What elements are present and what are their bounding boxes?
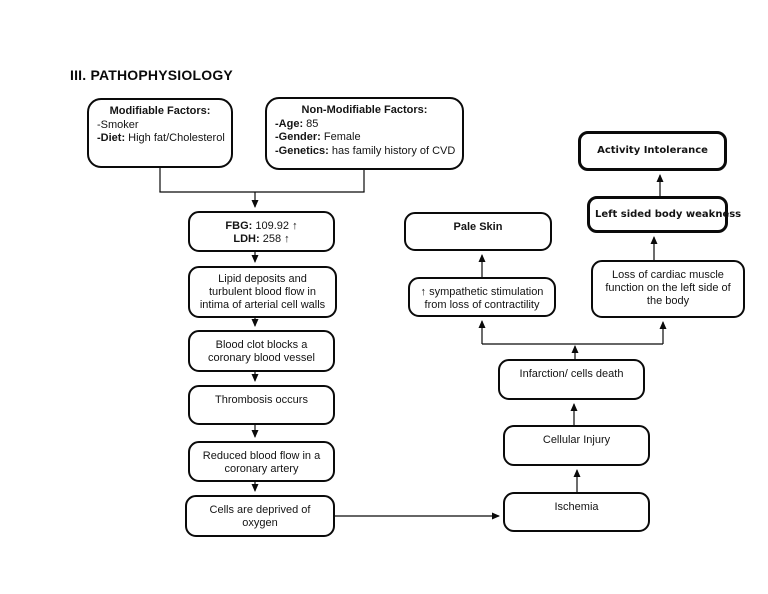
- reduced-blood-flow-box: Reduced blood flow in a coronary artery: [188, 441, 335, 482]
- lipid-deposits-box: Lipid deposits and turbulent blood flow …: [188, 266, 337, 318]
- age-line: -Age: 85: [275, 118, 454, 132]
- page-title: III. PATHOPHYSIOLOGY: [70, 67, 233, 83]
- fbg-label: FBG:: [225, 220, 253, 232]
- fbg-line: FBG: 109.92 ↑: [195, 220, 328, 233]
- gender-label: -Gender:: [275, 131, 321, 143]
- infarction-box: Infarction/ cells death: [498, 359, 645, 400]
- modifiable-factors-box: Modifiable Factors: -Smoker -Diet: High …: [87, 98, 233, 168]
- ldh-label: LDH:: [233, 233, 260, 245]
- ldh-line: LDH: 258 ↑: [195, 233, 328, 246]
- modifiable-factors-heading: Modifiable Factors:: [109, 105, 211, 117]
- nonmodifiable-factors-box: Non-Modifiable Factors: -Age: 85 -Gender…: [265, 97, 464, 170]
- cells-deprived-box: Cells are deprived of oxygen: [185, 495, 335, 537]
- activity-intolerance-box: Activity Intolerance: [578, 131, 727, 171]
- gender-value: Female: [323, 131, 361, 143]
- blood-clot-box: Blood clot blocks a coronary blood vesse…: [188, 330, 335, 372]
- sympathetic-stimulation-box: ↑ sympathetic stimulation from loss of c…: [408, 277, 556, 317]
- age-label: -Age:: [275, 117, 304, 130]
- modifiable-smoker-line: -Smoker: [97, 118, 139, 131]
- fbg-value: 109.92 ↑: [255, 220, 298, 232]
- ldh-value: 258 ↑: [262, 233, 290, 245]
- genetics-value: has family history of CVD: [331, 144, 456, 157]
- diet-value: High fat/Cholesterol: [128, 132, 225, 144]
- modifiable-diet-line: -Diet: High fat/Cholesterol: [97, 132, 225, 146]
- lab-values-box: FBG: 109.92 ↑ LDH: 258 ↑: [188, 211, 335, 252]
- diet-label: -Diet:: [97, 132, 126, 144]
- pale-skin-box: Pale Skin: [404, 212, 552, 251]
- nonmodifiable-factors-heading: Non-Modifiable Factors:: [301, 104, 428, 116]
- age-value: 85: [306, 117, 319, 130]
- cellular-injury-box: Cellular Injury: [503, 425, 650, 466]
- genetics-line: -Genetics: has family history of CVD: [275, 144, 456, 159]
- left-sided-weakness-box: Left sided body weakness: [587, 196, 741, 233]
- ischemia-box: Ischemia: [503, 492, 650, 532]
- gender-line: -Gender: Female: [275, 131, 454, 145]
- genetics-label: -Genetics:: [275, 144, 329, 157]
- thrombosis-box: Thrombosis occurs: [188, 385, 335, 425]
- loss-cardiac-function-box: Loss of cardiac muscle function on the l…: [591, 260, 745, 318]
